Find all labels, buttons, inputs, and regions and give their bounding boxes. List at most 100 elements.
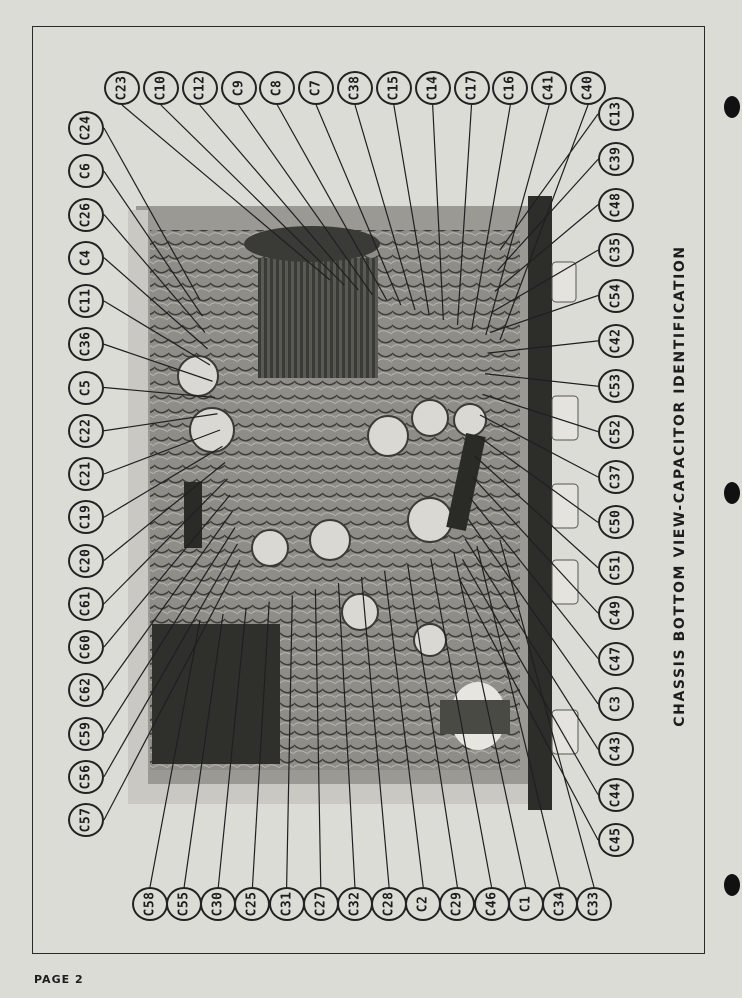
leader-line <box>149 619 201 888</box>
leader-line <box>103 257 208 350</box>
control-knob <box>551 261 577 303</box>
page-border <box>32 26 705 954</box>
leader-line <box>499 539 595 888</box>
leader-line <box>199 104 359 291</box>
leader-line <box>337 583 356 888</box>
callout-label: C16 <box>502 75 518 101</box>
leader-line <box>494 204 599 292</box>
callout-label: C53 <box>608 373 624 399</box>
callout-label: C13 <box>608 101 624 127</box>
callout-label: C45 <box>608 827 624 853</box>
leader-line <box>160 104 345 286</box>
leader-line <box>103 478 228 605</box>
capacitor-callout-c37: C37 <box>598 460 634 494</box>
leader-line <box>103 494 231 648</box>
capacitor-callout-c51: C51 <box>598 550 634 585</box>
tube-socket <box>407 497 453 543</box>
leader-line <box>183 613 224 888</box>
tube-socket <box>341 593 379 631</box>
callout-label: C57 <box>78 807 94 833</box>
callout-label: C54 <box>608 283 624 308</box>
page-title: CHASSIS BOTTOM VIEW-CAPACITOR IDENTIFICA… <box>672 245 688 727</box>
callout-label: C62 <box>78 677 94 703</box>
leader-line <box>467 517 599 705</box>
capacitor-callout-c19: C19 <box>68 500 104 535</box>
leader-line <box>393 104 430 316</box>
leader-line <box>103 462 226 561</box>
binder-hole-top <box>724 96 740 118</box>
callout-label: C59 <box>78 721 94 746</box>
callout-label: C25 <box>244 891 260 917</box>
capacitor-callout-c6: C6 <box>68 154 104 189</box>
callout-label: C29 <box>449 891 465 917</box>
capacitor-callout-c59: C59 <box>68 716 104 751</box>
callout-label: C58 <box>142 891 158 917</box>
leader-line <box>103 214 206 333</box>
callout-label: C36 <box>78 331 94 357</box>
leader-line <box>492 249 599 313</box>
leader-line <box>459 579 599 841</box>
leader-line <box>499 104 589 341</box>
capacitor-callout-c2: C2 <box>405 887 442 921</box>
capacitor-callout-c55: C55 <box>166 887 203 921</box>
leader-line <box>103 510 233 691</box>
leader-line <box>238 104 373 296</box>
callout-label: C49 <box>608 600 624 626</box>
tube-socket <box>309 519 351 561</box>
capacitor-callout-c40: C40 <box>570 71 606 105</box>
callout-label: C6 <box>78 162 94 180</box>
capacitor-callout-c12: C12 <box>181 71 218 105</box>
leader-line <box>453 552 527 888</box>
capacitor-callout-c49: C49 <box>598 596 634 631</box>
leader-line <box>485 104 550 336</box>
callout-label: C60 <box>78 634 94 660</box>
leader-line <box>456 104 473 326</box>
callout-label: C48 <box>608 192 624 218</box>
capacitor-callout-c47: C47 <box>598 641 634 676</box>
capacitor-callout-c22: C22 <box>68 413 104 448</box>
speaker-mount <box>440 700 510 734</box>
capacitor-callout-c30: C30 <box>200 887 237 921</box>
callout-label: C12 <box>192 75 208 101</box>
leader-line <box>251 601 270 888</box>
tube-socket <box>367 415 409 457</box>
capacitor-callout-c17: C17 <box>453 71 490 105</box>
dial-drum <box>244 226 380 262</box>
callout-label: C3 <box>608 695 624 713</box>
leader-line <box>217 607 247 888</box>
capacitor-callout-c15: C15 <box>375 71 412 105</box>
binder-hole-middle <box>724 482 740 504</box>
capacitor-callout-c4: C4 <box>68 240 104 275</box>
callout-label: C43 <box>608 736 624 762</box>
leader-line <box>497 158 599 272</box>
capacitor-callout-c62: C62 <box>68 673 104 708</box>
chassis-frame-bottom <box>128 784 540 804</box>
leader-line <box>354 104 416 311</box>
callout-label: C9 <box>231 79 246 97</box>
leader-line <box>482 393 599 433</box>
leader-line <box>471 104 511 331</box>
capacitor-callout-c56: C56 <box>68 759 104 794</box>
tube-socket <box>251 529 289 567</box>
capacitor-callout-c16: C16 <box>492 71 529 105</box>
leader-line <box>103 170 203 317</box>
callout-label: C51 <box>608 555 624 581</box>
leader-line <box>315 104 402 306</box>
callout-label: C38 <box>347 75 363 101</box>
leader-line <box>314 589 322 888</box>
leader-lines <box>103 104 599 888</box>
leader-line <box>489 294 599 334</box>
capacitor-callout-c38: C38 <box>337 71 373 105</box>
control-knob <box>551 395 579 441</box>
leader-line <box>103 429 221 475</box>
callout-label: C10 <box>153 75 169 101</box>
capacitor-callout-c11: C11 <box>68 284 104 318</box>
leader-line <box>484 373 599 387</box>
tuning-capacitor <box>258 258 378 378</box>
leader-line <box>103 527 236 734</box>
callout-label: C33 <box>586 891 602 917</box>
capacitor-callout-c28: C28 <box>371 887 408 921</box>
capacitor-callout-c8: C8 <box>259 71 296 105</box>
callout-label: C28 <box>381 891 397 917</box>
